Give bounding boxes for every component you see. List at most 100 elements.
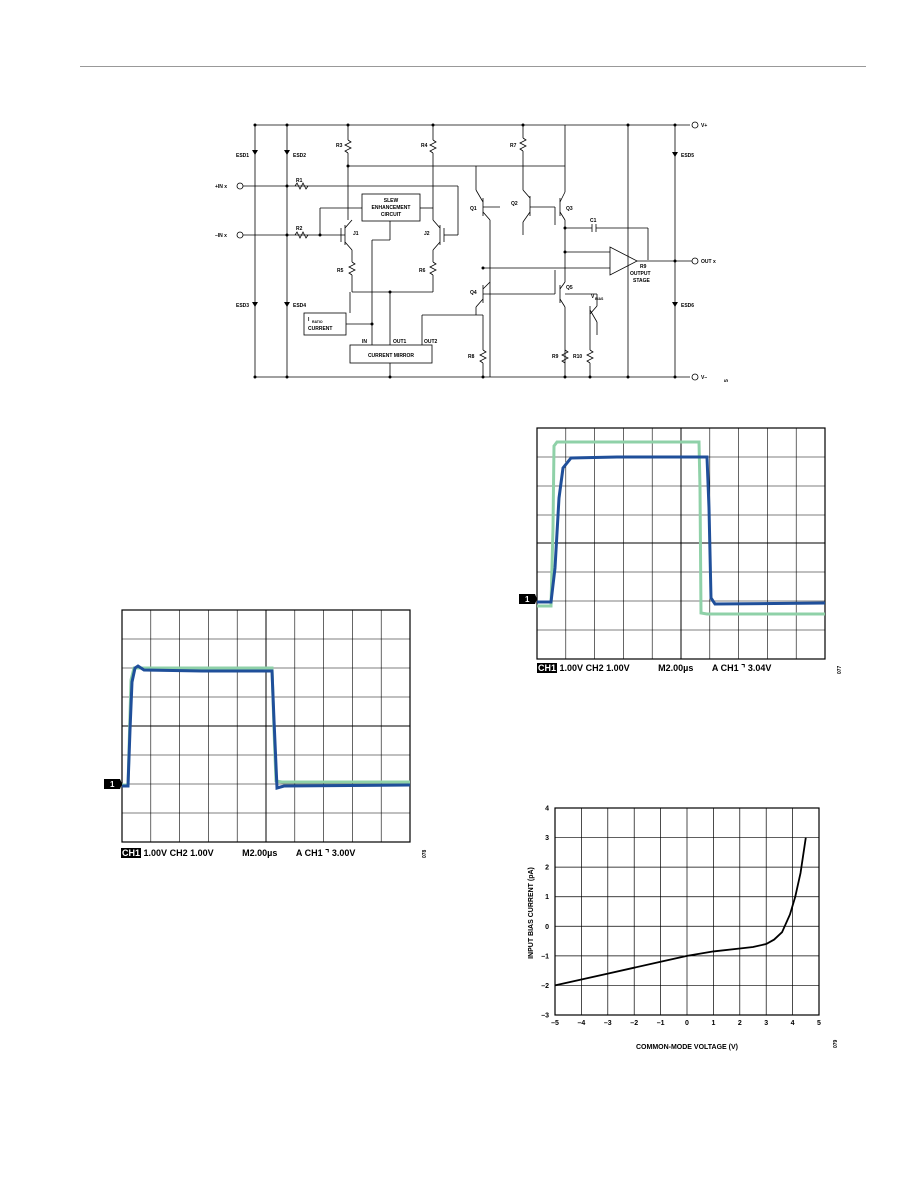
bias-current-series-line: [554, 837, 807, 987]
scope-left-caption: CH1 1.00V CH2 1.00V M2.00µs A CH1 ⌝ 3.00…: [121, 848, 355, 859]
v-minus-pin: [691, 373, 699, 381]
trigger-edge-icon: ⌝: [741, 663, 746, 673]
scope-right-fig-tag: 077: [837, 665, 843, 674]
iratio-current: CURRENT: [308, 326, 332, 332]
label-r5: R5: [337, 268, 344, 274]
trigger-level: 3.00V: [331, 848, 356, 858]
label-vminus: V–: [701, 375, 707, 381]
ch1-trace: [122, 664, 411, 790]
label-r4: R4: [421, 143, 428, 149]
y-tick-label: –2: [541, 983, 549, 990]
slew-label-1: SLEW: [384, 198, 399, 204]
label-esd3: ESD3: [236, 303, 249, 309]
y-tick-label: –3: [541, 1013, 549, 1020]
label-r2: R2: [296, 226, 303, 232]
ch2-scale: 1.00V: [606, 663, 630, 673]
ch1-marker: [519, 594, 537, 604]
x-tick-label: –1: [657, 1020, 665, 1027]
label-esd2: ESD2: [293, 153, 306, 159]
vbias-v: V: [591, 294, 595, 300]
y-tick-label: –1: [541, 953, 549, 960]
trigger-channel: CH1: [720, 663, 739, 673]
ch-label: CH1: [121, 848, 142, 858]
y-tick-label: 0: [545, 924, 549, 931]
label-q2: Q2: [511, 201, 518, 207]
label-q3: Q3: [566, 206, 573, 212]
scope-right: 1: [519, 427, 826, 660]
y-tick-label: 4: [545, 806, 549, 813]
slew-label-3: CIRCUIT: [381, 212, 401, 218]
trigger-mode: A: [295, 848, 303, 858]
trigger-edge-icon: ⌝: [325, 848, 330, 858]
label-c1: C1: [590, 218, 597, 224]
v-plus-pin: [691, 121, 699, 129]
ch2-label: CH2: [169, 848, 188, 858]
mirror-label: CURRENT MIRROR: [368, 353, 414, 359]
ch1-marker-label: 1: [110, 780, 115, 789]
mirror-port-out1: OUT1: [393, 339, 407, 345]
ch1-scale: 1.00V: [143, 848, 168, 858]
x-tick-label: 2: [738, 1020, 742, 1027]
scope-left-fig-tag: 078: [422, 849, 428, 858]
ch1-marker: [104, 779, 122, 789]
label-j2: J2: [424, 231, 430, 237]
trigger-mode: A: [711, 663, 719, 673]
slew-label-2: ENHANCEMENT: [372, 205, 411, 211]
timebase: M2.00µs: [242, 848, 278, 858]
x-tick-label: 1: [711, 1020, 715, 1027]
label-esd6: ESD6: [681, 303, 694, 309]
label-r10: R10: [573, 354, 582, 360]
label-q1: Q1: [470, 206, 477, 212]
y-tick-label: 3: [545, 835, 549, 842]
label-esd1: ESD1: [236, 153, 249, 159]
x-tick-label: 3: [764, 1020, 768, 1027]
y-tick-label: 1: [545, 894, 549, 901]
y-tick-label: 2: [545, 865, 549, 872]
in-minus-pin: [236, 231, 244, 239]
mirror-port-out2: OUT2: [424, 339, 438, 345]
label-r8: R8: [468, 354, 475, 360]
trigger-level: 3.04V: [747, 663, 772, 673]
scope-left: 1: [104, 609, 411, 843]
ch2-trace: [537, 440, 825, 616]
y-axis-label: INPUT BIAS CURRENT (pA): [528, 867, 535, 959]
schematic-fig-tag: 5: [724, 379, 730, 382]
mirror-port-in: IN: [362, 339, 367, 345]
chart-fig-tag: 079: [833, 1039, 839, 1048]
label-esd5: ESD5: [681, 153, 694, 159]
ch1-marker-label: 1: [525, 595, 530, 604]
label-r6: R6: [419, 268, 426, 274]
label-q4: Q4: [470, 290, 477, 296]
iratio-i: I: [308, 317, 310, 323]
label-inp: +IN x: [215, 184, 227, 190]
x-axis-label: COMMON-MODE VOLTAGE (V): [636, 1044, 738, 1051]
out-pin: [691, 257, 699, 265]
x-tick-label: –5: [551, 1020, 559, 1027]
label-esd4: ESD4: [293, 303, 306, 309]
in-plus-pin: [236, 182, 244, 190]
label-j1: J1: [353, 231, 359, 237]
x-tick-label: –2: [630, 1020, 638, 1027]
label-inn: –IN x: [215, 233, 227, 239]
output-stage-r9: R9: [640, 264, 647, 270]
timebase: M2.00µs: [658, 663, 694, 673]
x-tick-label: 5: [817, 1020, 821, 1027]
scope-right-caption: CH1 1.00V CH2 1.00V M2.00µs A CH1 ⌝ 3.04…: [537, 663, 771, 674]
x-tick-label: –4: [578, 1020, 586, 1027]
label-r9: R9: [552, 354, 559, 360]
header-rule: [80, 66, 866, 67]
output-stage-label-2: STAGE: [633, 278, 651, 284]
label-r3: R3: [336, 143, 343, 149]
iratio-sub: RATIO: [312, 320, 323, 324]
label-vplus: V+: [701, 123, 707, 129]
ch1-scale: 1.00V: [559, 663, 584, 673]
label-out: OUT x: [701, 259, 716, 265]
ch1-trace: [537, 455, 826, 606]
vbias-sub: BIAS: [595, 297, 604, 301]
ch2-label: CH2: [585, 663, 604, 673]
label-r1: R1: [296, 178, 303, 184]
trigger-channel: CH1: [304, 848, 323, 858]
label-q5: Q5: [566, 285, 573, 291]
x-tick-label: –3: [604, 1020, 612, 1027]
